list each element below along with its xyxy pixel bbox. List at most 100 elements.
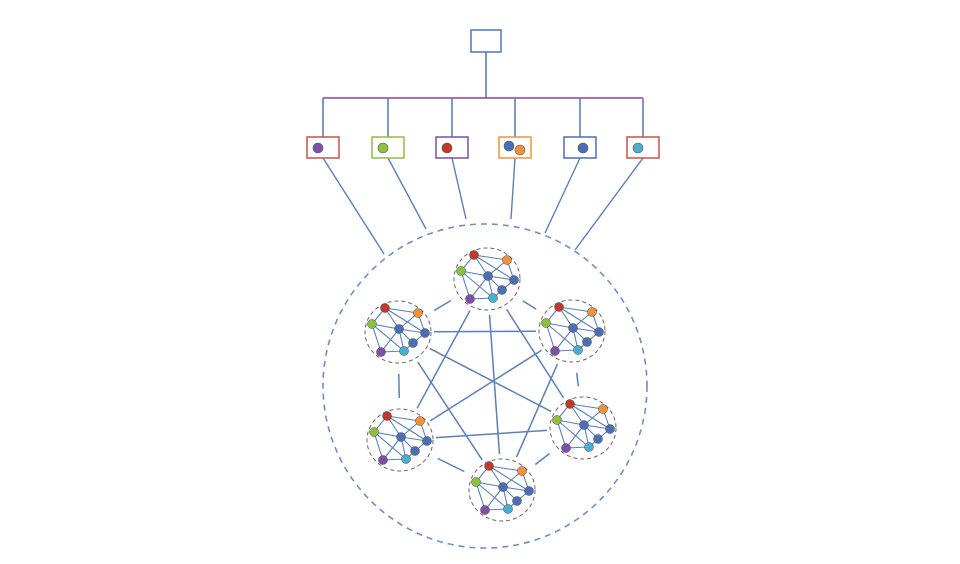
mesh-link — [429, 347, 552, 413]
mesh-link — [515, 363, 559, 458]
cluster-edge — [556, 419, 590, 448]
subscriber-dot — [503, 140, 515, 152]
cluster-node — [524, 486, 534, 496]
uplink-line — [387, 157, 427, 230]
cluster-node — [605, 424, 615, 434]
cluster-node — [488, 293, 498, 303]
cluster-node — [593, 434, 603, 444]
cluster-node — [502, 255, 512, 265]
cluster-node — [517, 466, 527, 476]
cluster-edge — [565, 424, 585, 449]
cluster-edge — [382, 436, 402, 461]
cluster-node — [471, 477, 481, 487]
mesh-link — [430, 349, 542, 422]
uplink-line — [322, 157, 385, 255]
cluster-node — [369, 427, 379, 437]
cluster-node — [420, 328, 430, 338]
cluster-edge — [554, 327, 574, 352]
cluster-edge — [475, 481, 486, 511]
subscriber-dot — [441, 142, 453, 154]
cluster-edge — [386, 415, 421, 422]
cluster-node — [382, 411, 392, 421]
uplink-line — [451, 157, 467, 220]
ring-link — [575, 372, 580, 387]
cluster-edge — [384, 307, 419, 314]
mesh-link — [435, 429, 548, 439]
cluster-node — [410, 446, 420, 456]
cluster-node — [415, 416, 425, 426]
cluster-edge — [371, 323, 405, 352]
mesh-link — [505, 308, 565, 399]
subscriber-dot — [312, 142, 324, 154]
cluster-node — [568, 323, 578, 333]
cluster-edge — [475, 481, 509, 510]
cluster-group — [468, 458, 536, 522]
ring-link — [522, 300, 537, 310]
cluster-node — [552, 415, 562, 425]
cluster-edge — [460, 270, 494, 299]
cluster-node — [561, 443, 571, 453]
cluster-edge — [545, 322, 556, 352]
uplink-line — [544, 157, 581, 234]
cluster-node — [598, 404, 608, 414]
cluster-node — [408, 338, 418, 348]
uplink-line — [574, 157, 644, 251]
hierarchy-layer — [306, 29, 660, 159]
cluster-group — [453, 247, 521, 311]
cluster-node — [480, 505, 490, 515]
subscriber-dot — [514, 144, 526, 156]
cluster-edge — [545, 322, 579, 351]
ring-link — [534, 452, 551, 466]
mesh-link — [416, 310, 471, 409]
cluster-edge — [460, 270, 471, 300]
cluster-node — [554, 302, 564, 312]
cluster-edge — [488, 465, 523, 472]
cluster-group — [538, 299, 606, 363]
cluster-node — [512, 496, 522, 506]
cluster-edge — [569, 403, 604, 410]
cluster-edge — [384, 307, 426, 334]
subscriber-dot — [632, 142, 644, 154]
mesh-link — [433, 330, 537, 333]
cluster-edge — [371, 323, 382, 353]
cluster-group — [364, 300, 432, 364]
cluster-node — [422, 436, 432, 446]
cluster-group — [366, 408, 434, 472]
cluster-node — [367, 319, 377, 329]
cluster-edge — [473, 254, 515, 281]
cluster-node — [465, 294, 475, 304]
cluster-edge — [556, 419, 567, 449]
subscriber-dot — [577, 142, 589, 154]
cluster-node — [376, 347, 386, 357]
boundary-circle — [322, 223, 648, 549]
cluster-node — [541, 318, 551, 328]
cluster-node — [594, 327, 604, 337]
clusters-layer — [364, 247, 617, 522]
cluster-node — [401, 454, 411, 464]
cluster-node — [483, 271, 493, 281]
cluster-node — [509, 275, 519, 285]
cluster-edge — [386, 415, 428, 442]
cluster-node — [497, 285, 507, 295]
cluster-edge — [469, 275, 489, 300]
cluster-node — [378, 455, 388, 465]
cluster-node — [469, 250, 479, 260]
cluster-node — [498, 482, 508, 492]
uplink-line — [510, 157, 516, 220]
cluster-node — [579, 420, 589, 430]
cluster-node — [582, 337, 592, 347]
cluster-edge — [484, 486, 504, 511]
cluster-node — [587, 307, 597, 317]
ring-link — [433, 299, 452, 312]
cluster-node — [565, 399, 575, 409]
subscriber-dot — [377, 142, 389, 154]
cluster-node — [396, 432, 406, 442]
cluster-edge — [373, 431, 407, 460]
mesh-link — [417, 361, 483, 461]
cluster-edge — [373, 431, 384, 461]
cluster-node — [503, 504, 513, 514]
ring-link — [437, 457, 465, 473]
root-node — [470, 29, 502, 53]
links-layer — [322, 157, 644, 473]
